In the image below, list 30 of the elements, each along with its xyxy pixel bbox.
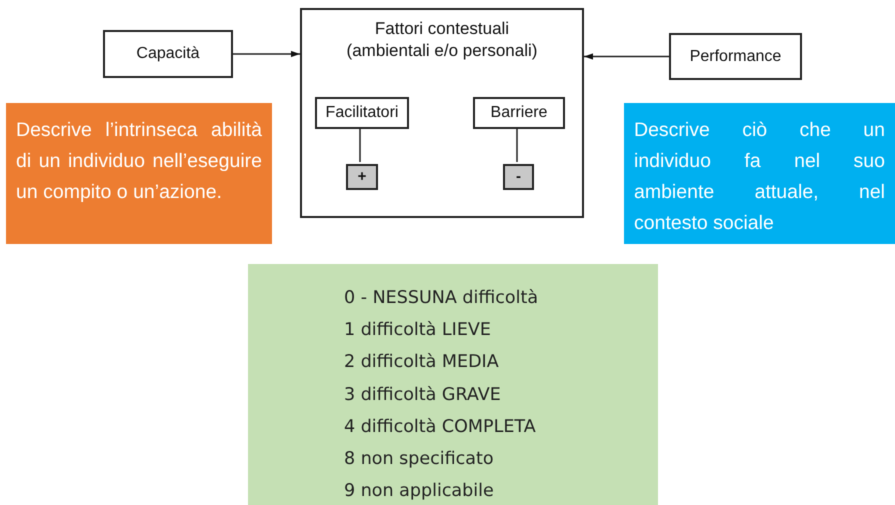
scale-item: 1 difficoltà LIEVE [344, 319, 492, 342]
sign-box [503, 164, 534, 190]
box-label: Performance [690, 48, 782, 66]
scale-item: 9 non applicabile [344, 480, 495, 504]
box-label: Capacità [136, 45, 200, 63]
scale-item: 0 - NESSUNA difficoltà [344, 287, 540, 310]
description-text: Descrive ciò che un individuo fa nel suo ambiente attuale, nel contesto sociale [634, 119, 885, 234]
connector-line [359, 127, 361, 162]
label-box [669, 33, 802, 80]
description-text: Descrive l’intrinseca abilità di un individuo nell’eseguire un compito o un’azione. [16, 119, 262, 203]
arrow [584, 53, 669, 60]
scale-item: 3 difficoltà GRAVE [344, 384, 502, 407]
scale-panel [248, 264, 658, 505]
label-box [473, 97, 565, 129]
box-title: Fattori contestuali (ambientali e/o personali) [346, 18, 538, 62]
label-box [315, 97, 409, 129]
box-label: Facilitatori [326, 103, 398, 123]
arrow [233, 50, 300, 58]
box-label: Barriere [490, 103, 548, 123]
scale-item: 8 non specificato [344, 448, 495, 472]
sign-box [346, 164, 378, 190]
connector-line [516, 127, 518, 162]
label-box [103, 30, 233, 78]
description-panel [624, 103, 895, 244]
scale-item: 4 difficoltà COMPLETA [344, 416, 537, 439]
context-factors-box [300, 8, 584, 218]
sign-label: + [358, 167, 366, 187]
scale-item: 2 difficoltà MEDIA [344, 351, 500, 374]
sign-label: - [516, 167, 521, 187]
description-panel [6, 103, 272, 244]
